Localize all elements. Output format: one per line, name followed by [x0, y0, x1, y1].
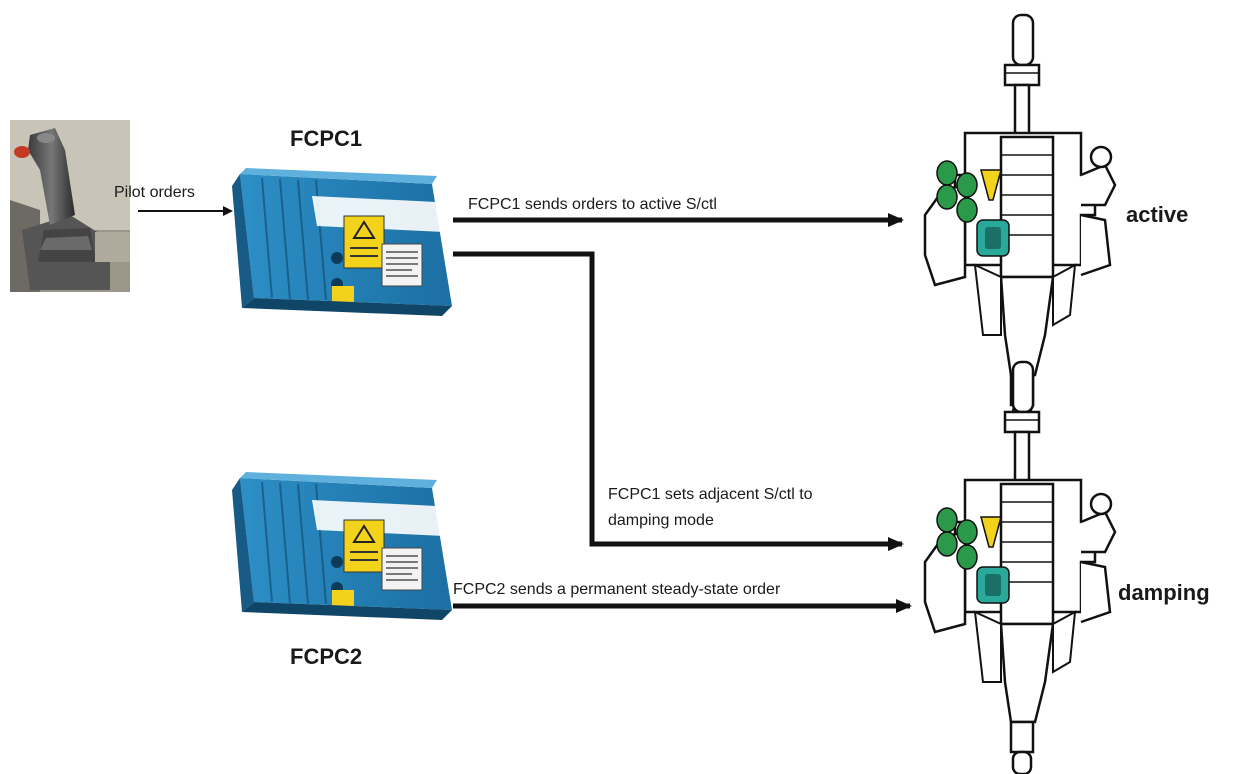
pilot-orders-label: Pilot orders — [114, 184, 195, 201]
joystick-icon — [10, 120, 130, 292]
damping-set-label-line2: damping mode — [608, 512, 714, 529]
fcpc1-computer-icon — [231, 167, 453, 317]
steady-order-label: FCPC2 sends a permanent steady-state ord… — [453, 581, 781, 598]
active-order-label: FCPC1 sends orders to active S/ctl — [468, 196, 717, 213]
fcpc2-computer-icon — [231, 471, 453, 621]
damping-set-arrow — [453, 251, 904, 551]
servo-mode-damping: damping — [1118, 580, 1210, 605]
damping-set-label-line1: FCPC1 sets adjacent S/ctl to — [608, 486, 813, 503]
servo-mode-active: active — [1126, 202, 1189, 227]
fcpc2-title: FCPC2 — [290, 644, 363, 669]
servo-actuator-icon-damping — [923, 360, 1117, 774]
fcpc1-title: FCPC1 — [290, 126, 363, 151]
